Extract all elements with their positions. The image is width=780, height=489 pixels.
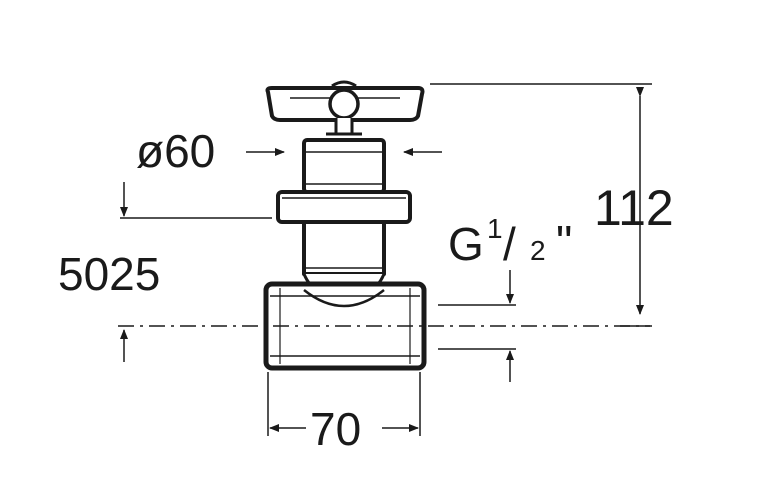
bonnet-cap [302,138,386,194]
thread-prefix: G [448,218,484,270]
thread-inch-mark: " [556,216,572,268]
thread-numerator: 1 [487,213,503,244]
diameter-label: ø60 [136,125,215,177]
thread-slash: / [503,218,516,270]
offset-label: 5025 [58,248,160,300]
dimension-lines [120,83,652,436]
thread-denominator: 2 [530,235,546,266]
valve-shape [263,80,427,371]
spindle-knob [326,88,362,136]
height-label: 112 [594,180,674,236]
thread-label: G 1 / 2 " [448,213,572,270]
flange-ring [276,190,412,224]
width-label: 70 [310,403,361,455]
